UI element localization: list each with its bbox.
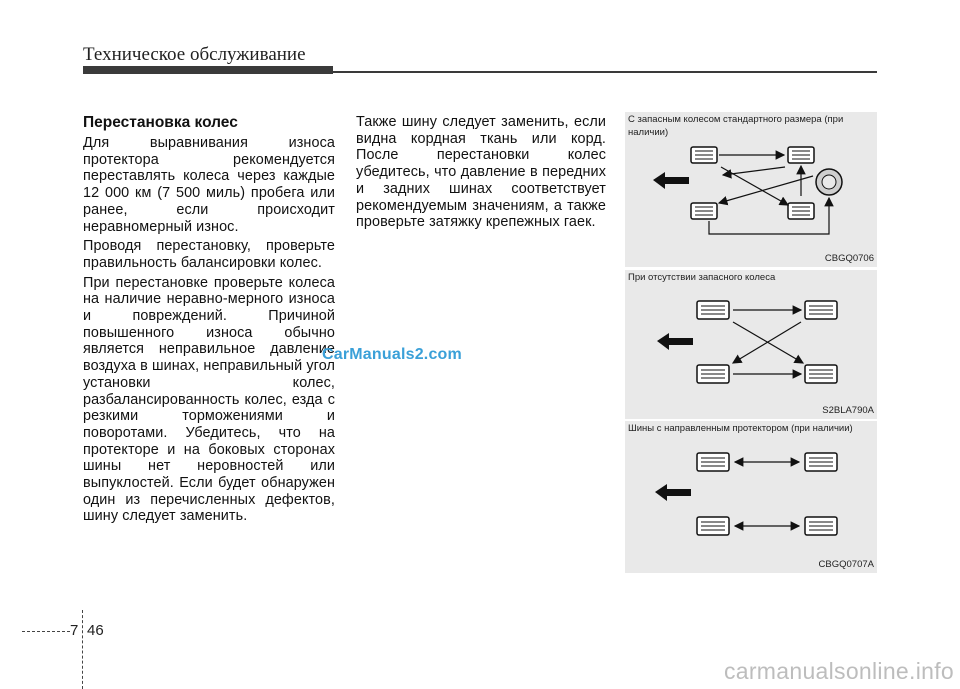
header-rule-thin <box>333 71 877 73</box>
figure-caption: С запасным колесом стандартного размера … <box>628 114 844 138</box>
page-divider-vertical <box>82 610 83 689</box>
tire-icon <box>690 146 815 220</box>
rotation-diagram-without-spare <box>657 300 838 384</box>
tire-icon <box>696 452 838 536</box>
paragraph-4: Также шину следует заменить, если видна … <box>356 114 606 231</box>
header-title: Техническое обслуживание <box>83 44 306 65</box>
figure-rotation-with-spare: С запасным колесом стандартного размера … <box>625 112 877 267</box>
figure-code: CBGQ0706 <box>824 253 874 264</box>
chapter-number: 7 <box>70 622 79 639</box>
figure-rotation-directional: Шины с направленным протектором (при нал… <box>625 421 877 573</box>
page-number: 46 <box>87 622 104 639</box>
figure-caption: Шины с направленным протектором (при нал… <box>628 423 853 434</box>
watermark-link[interactable]: CarManuals2.com <box>322 346 462 363</box>
spare-tire-icon <box>815 168 843 196</box>
text-column-middle: Также шину следует заменить, если видна … <box>356 114 606 234</box>
figure-rotation-without-spare: При отсутствии запасного колеса <box>625 270 877 419</box>
header-rule-thick <box>83 66 333 74</box>
front-direction-arrow-icon <box>653 172 689 189</box>
section-title: Перестановка колес <box>83 114 238 131</box>
paragraph-2: Проводя перестановку, проверьте правильн… <box>83 238 335 271</box>
front-direction-arrow-icon <box>655 484 691 501</box>
paragraph-3: При перестановке проверьте колеса на нал… <box>83 274 335 525</box>
figure-code: CBGQ0707A <box>818 559 874 570</box>
footer-site-link[interactable]: carmanualsonline.info <box>723 658 954 684</box>
figure-caption: При отсутствии запасного колеса <box>628 272 776 283</box>
rotation-diagram-with-spare <box>653 146 843 235</box>
front-direction-arrow-icon <box>657 333 693 350</box>
rotation-diagram-directional <box>655 452 838 536</box>
figure-code: S2BLA790A <box>822 405 874 416</box>
text-column-left: Перестановка колес Для выравнивания изно… <box>83 114 335 528</box>
paragraph-1: Для выравнивания износа протектора реком… <box>83 135 335 235</box>
page-divider-horizontal <box>22 631 70 632</box>
